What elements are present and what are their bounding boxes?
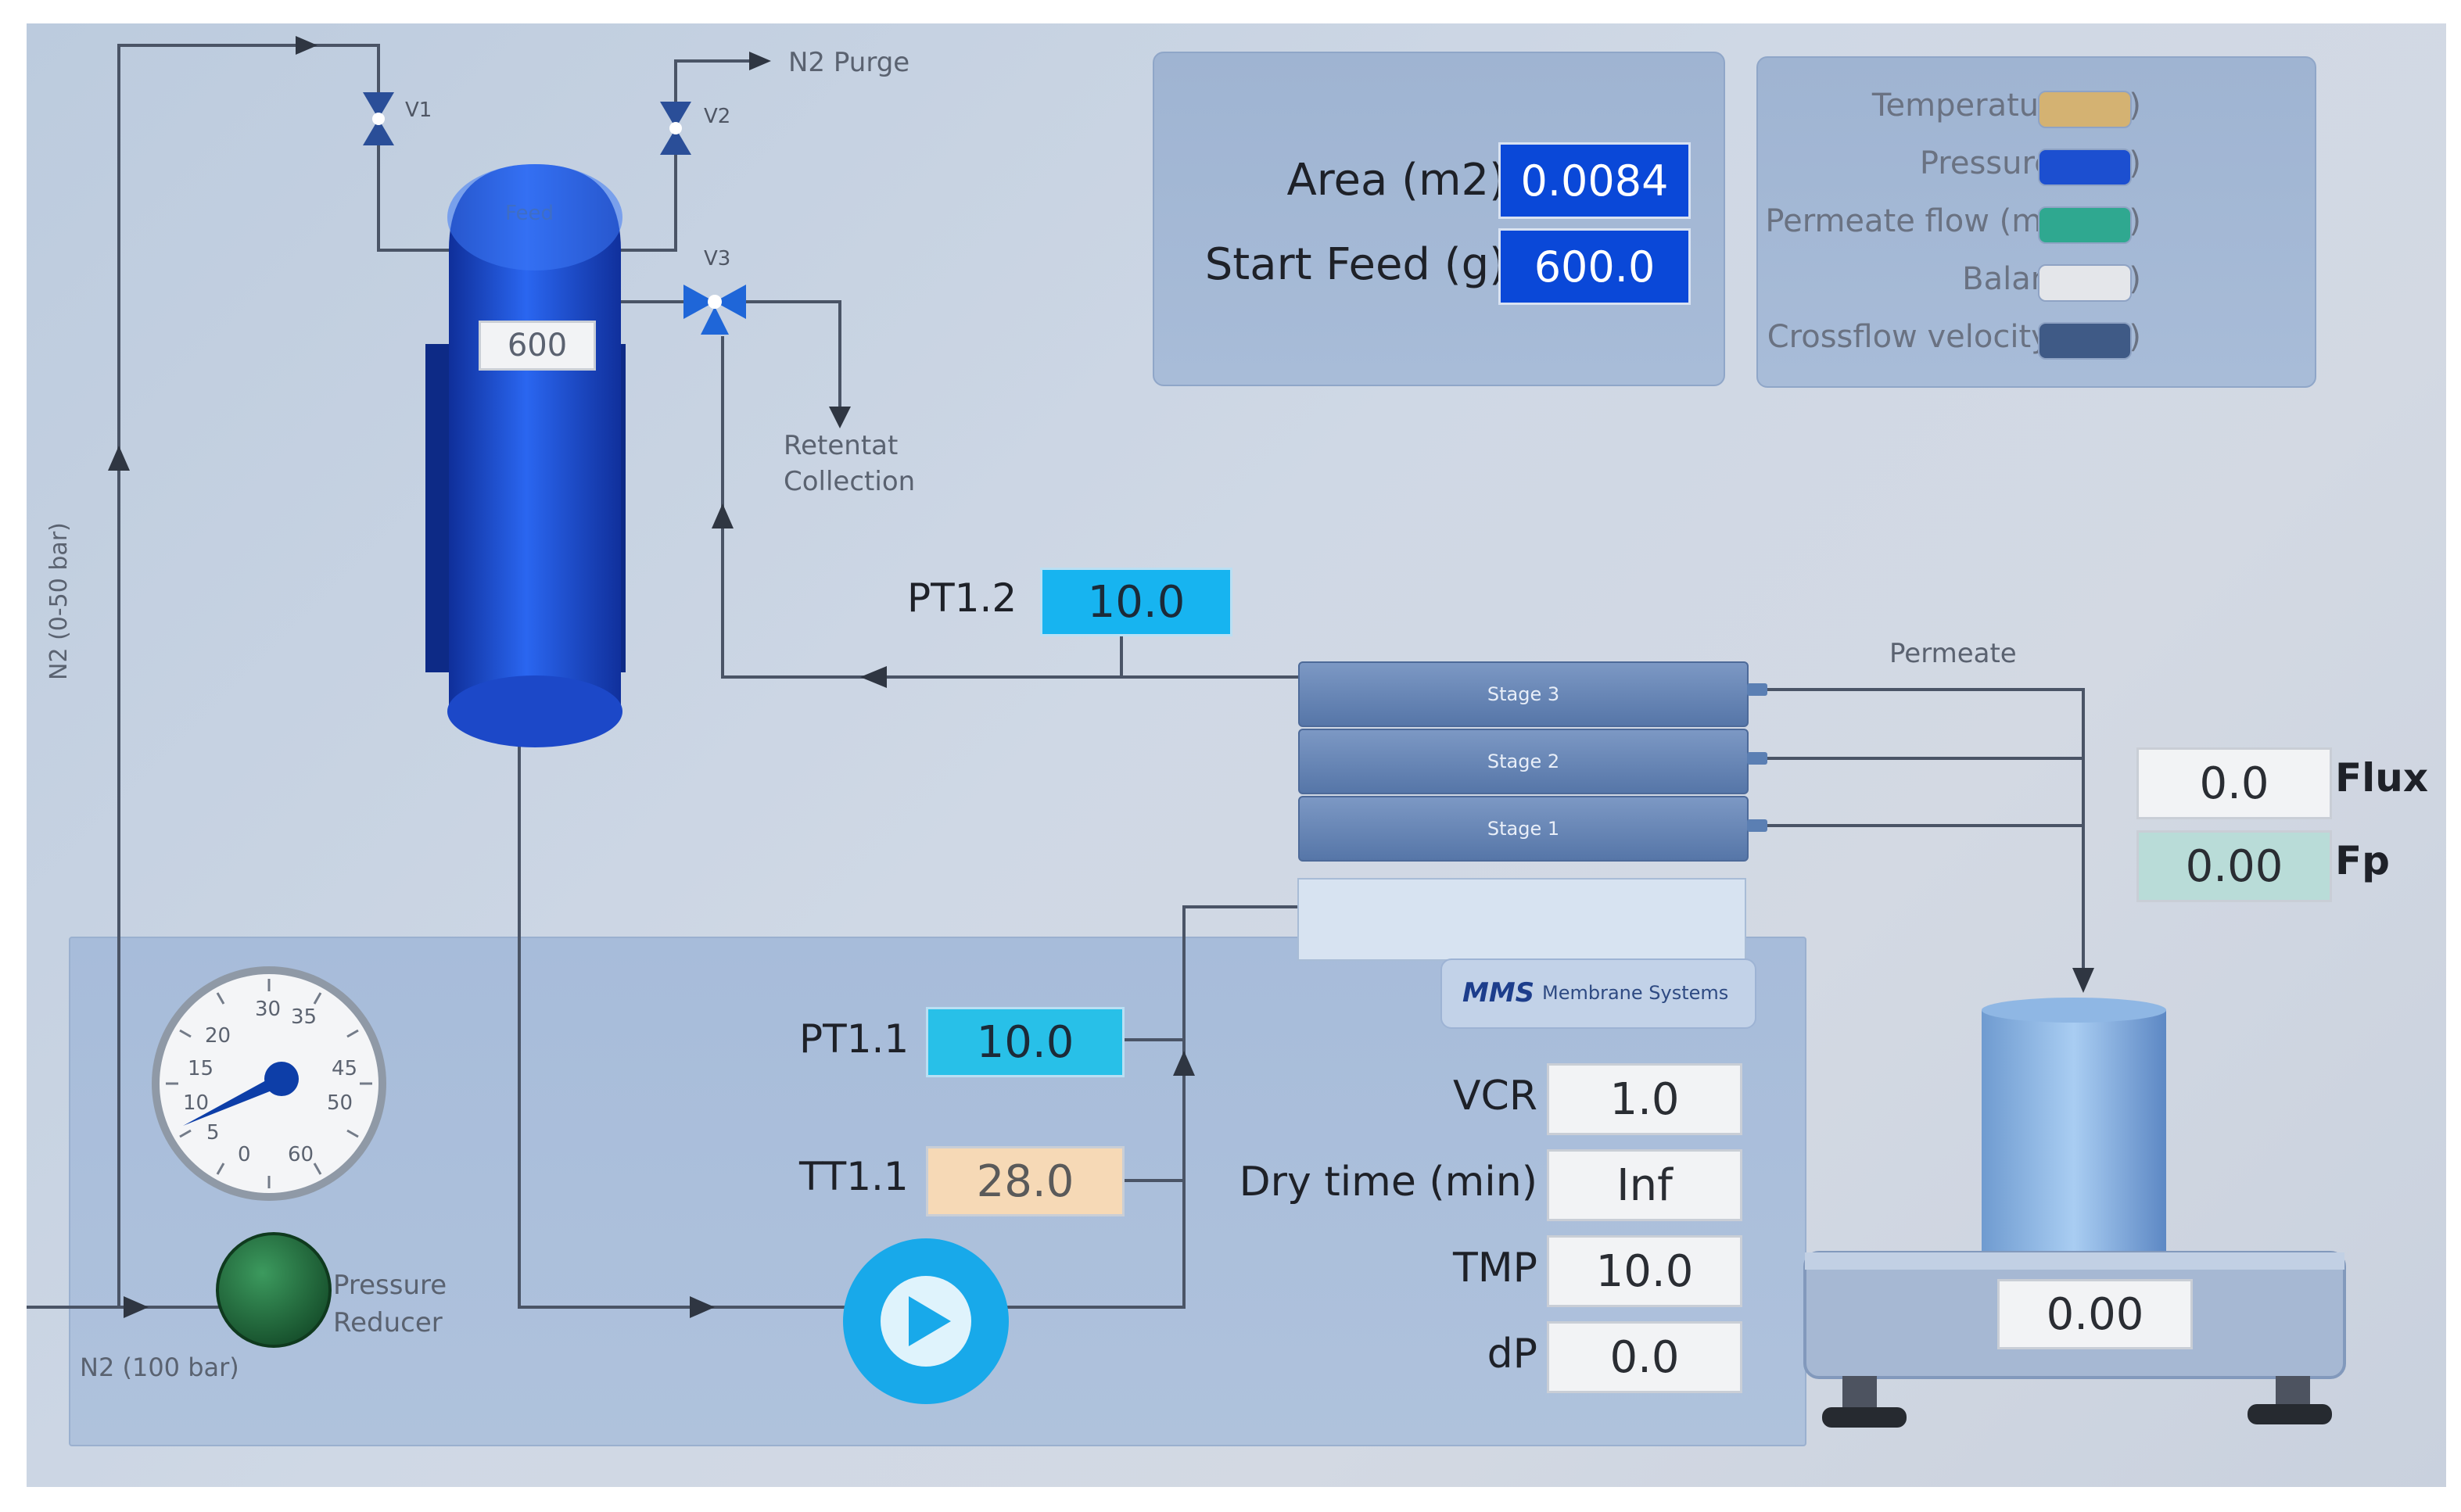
flux-label: Flux <box>2335 755 2429 801</box>
permeate-label: Permeate <box>1889 638 2017 669</box>
tank-label: Feed <box>505 202 554 225</box>
gauge-tick-20: 20 <box>205 1024 231 1048</box>
v1-label: V1 <box>405 99 432 122</box>
arrow-retentate <box>829 407 851 428</box>
stage-2-module: Stage 2 <box>1298 729 1749 794</box>
v2-label: V2 <box>704 105 731 128</box>
permeate-line-3 <box>1767 688 2085 976</box>
pressure-reducer-knob <box>217 1234 330 1346</box>
stage-3-module: Stage 3 <box>1298 661 1749 727</box>
retentate-label-1: Retentat <box>784 430 899 461</box>
n2-purge-label: N2 Purge <box>788 47 910 78</box>
pt11-label: PT1.1 <box>799 1016 909 1062</box>
dp-field[interactable]: 0.0 <box>1547 1321 1742 1393</box>
n2-supply-label: N2 (100 bar) <box>80 1353 239 1382</box>
fp-label: Fp <box>2335 838 2390 883</box>
tt11-label: TT1.1 <box>799 1154 909 1199</box>
n2-supply-line <box>117 44 300 1307</box>
retentate-line <box>621 300 841 414</box>
arrow-feed-right <box>690 1296 715 1318</box>
feed-tank <box>425 164 626 747</box>
stage-2-port <box>1747 752 1767 765</box>
gauge-tick-15: 15 <box>188 1057 214 1080</box>
permeate-beaker <box>1982 998 2166 1260</box>
dry-time-label: Dry time (min) <box>1239 1159 1537 1206</box>
dry-time-field[interactable]: Inf <box>1547 1149 1742 1221</box>
vcr-field[interactable]: 1.0 <box>1547 1063 1742 1135</box>
v1-valve <box>363 92 394 145</box>
legend-crossflow-swatch <box>2038 322 2132 360</box>
pressure-reducer-label-2: Reducer <box>333 1307 443 1338</box>
dp-label: dP <box>1487 1331 1537 1378</box>
arrow-inlet-right <box>124 1296 149 1318</box>
pump-outlet-line <box>988 905 1298 1309</box>
gauge-tick-50: 50 <box>327 1091 353 1115</box>
arrow-recirc-up <box>712 503 734 528</box>
tank-level-display: 600 <box>479 321 596 371</box>
arrow-recirc-left <box>860 666 887 688</box>
gauge-tick-5: 5 <box>206 1121 220 1145</box>
tmp-field[interactable]: 10.0 <box>1547 1235 1742 1307</box>
process-flow-diagram <box>27 36 2346 1428</box>
legend-panel <box>1756 56 2316 388</box>
pump-button[interactable] <box>843 1238 1009 1404</box>
arrow-n2-up-1 <box>108 446 130 471</box>
stage-1-port <box>1747 819 1767 832</box>
gauge-tick-0: 0 <box>238 1143 251 1166</box>
fp-display: 0.00 <box>2136 830 2332 902</box>
vcr-label: VCR <box>1452 1073 1537 1120</box>
tmp-label: TMP <box>1453 1245 1537 1292</box>
pressure-reducer-label-1: Pressure <box>333 1270 447 1301</box>
v3-label: V3 <box>704 247 731 271</box>
pt11-display: 10.0 <box>926 1007 1125 1077</box>
gauge-tick-30: 30 <box>255 998 282 1021</box>
start-feed-field[interactable]: 600.0 <box>1498 228 1691 305</box>
v2-valve <box>660 102 691 155</box>
recirculation-line <box>721 336 1298 679</box>
pressure-gauge <box>152 966 386 1201</box>
legend-balance-swatch <box>2038 264 2132 302</box>
gauge-tick-10: 10 <box>183 1091 210 1115</box>
brand-name: Membrane Systems <box>1542 982 1729 1004</box>
feed-pump <box>843 1238 1009 1404</box>
arrow-pump-up <box>1173 1051 1195 1076</box>
pt12-label: PT1.2 <box>907 575 1017 621</box>
brand-badge: MMS Membrane Systems <box>1440 958 1756 1029</box>
brand-logo: MMS <box>1462 977 1535 1009</box>
legend-temperature-swatch <box>2038 91 2132 128</box>
gauge-needle <box>183 1071 289 1126</box>
v3-valve <box>683 285 746 335</box>
arrow-n2-top <box>296 36 317 55</box>
legend-permeate-flow-swatch <box>2038 206 2132 244</box>
gauge-tick-45: 45 <box>332 1057 358 1080</box>
flux-display: 0.0 <box>2136 747 2332 819</box>
membrane-inlet-block <box>1297 878 1746 961</box>
start-feed-label: Start Feed (g) <box>1204 239 1506 290</box>
feed-line <box>518 719 863 1309</box>
legend-pressure-swatch <box>2038 149 2132 186</box>
arrow-n2-purge <box>749 52 771 70</box>
n2-range-label: N2 (0-50 bar) <box>45 522 73 680</box>
parameters-panel <box>1153 52 1725 386</box>
stage-1-module: Stage 1 <box>1298 796 1749 862</box>
area-label: Area (m2) <box>1286 155 1506 206</box>
retentate-label-2: Collection <box>784 466 916 497</box>
area-field[interactable]: 0.0084 <box>1498 142 1691 219</box>
pt12-display: 10.0 <box>1040 568 1232 636</box>
balance-reading: 0.00 <box>1997 1279 2193 1349</box>
tt11-display: 28.0 <box>926 1146 1125 1216</box>
gauge-tick-60: 60 <box>288 1143 314 1166</box>
scada-screen: Area (m2) 0.0084 Start Feed (g) 600.0 Te… <box>27 23 2446 1487</box>
gauge-tick-35: 35 <box>291 1005 317 1029</box>
arrow-permeate-down <box>2072 968 2094 993</box>
stage-3-port <box>1747 683 1767 696</box>
